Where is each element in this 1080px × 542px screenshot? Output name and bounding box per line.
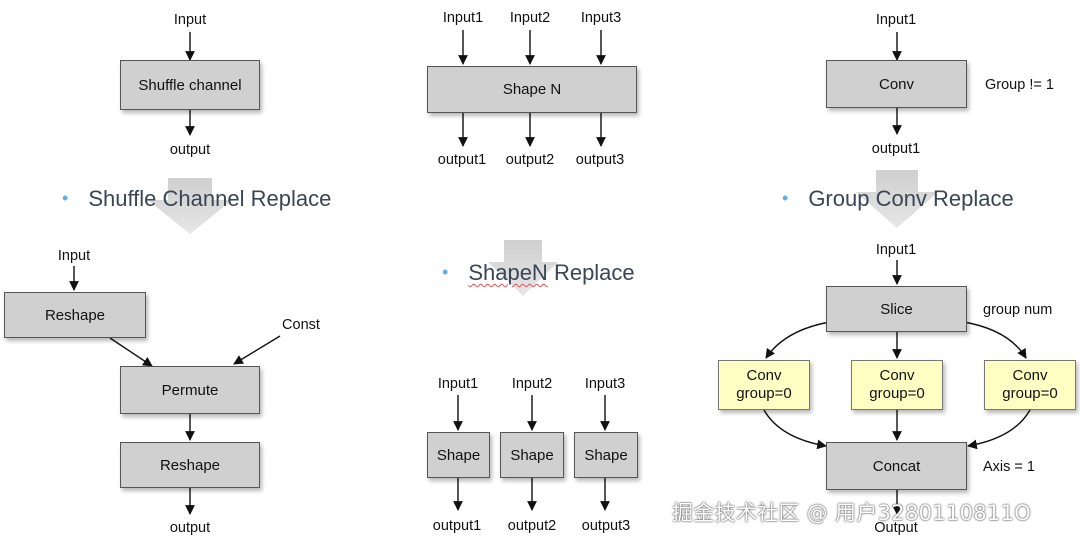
- transform-arrow-groupconv: [856, 170, 938, 228]
- shuffle-output-label: output: [169, 520, 211, 536]
- reshape-node-2: Reshape: [120, 442, 260, 488]
- shape-input1-label: Input1: [437, 376, 479, 392]
- groupconv-replace-heading: • Group Conv Replace: [782, 186, 1014, 212]
- shapen-replace-heading-text: ShapeN Replace: [468, 260, 635, 285]
- shape-node-2: Shape: [500, 432, 564, 478]
- shape-input2-label: Input2: [511, 376, 553, 392]
- groupconv-top-output-label: output1: [871, 141, 921, 157]
- shuffle-input-label: Input: [57, 248, 91, 264]
- shape-node-3: Shape: [574, 432, 638, 478]
- group-note: Group != 1: [985, 77, 1054, 93]
- shape-output3-label: output3: [581, 518, 631, 534]
- shape-output1-label: output1: [432, 518, 482, 534]
- shapen-input2-label: Input2: [509, 10, 551, 26]
- conv-node: Conv: [826, 60, 967, 108]
- groupconv-top-input-label: Input1: [875, 12, 917, 28]
- shape-node-1: Shape: [427, 432, 490, 478]
- conv-group-node-1-line1: Conv: [746, 367, 782, 384]
- conv-group-node-1: Conv group=0: [718, 360, 810, 410]
- shapen-input3-label: Input3: [580, 10, 622, 26]
- transform-arrow-shapen: [488, 240, 558, 296]
- conv-group-node-3-line2: group=0: [1002, 385, 1058, 402]
- groupconv-output-label: Output: [874, 520, 918, 536]
- conv-group-node-2: Conv group=0: [851, 360, 943, 410]
- concat-node: Concat: [826, 442, 967, 490]
- conv-group-node-3-line1: Conv: [1012, 367, 1048, 384]
- bullet-icon: •: [782, 188, 789, 208]
- group-num-note: group num: [983, 302, 1053, 318]
- conv-group-node-2-line1: Conv: [879, 367, 915, 384]
- groupconv-replace-heading-text: Group Conv Replace: [808, 186, 1014, 211]
- conv-group-node-3: Conv group=0: [984, 360, 1076, 410]
- shuffle-replace-heading: • Shuffle Channel Replace: [62, 186, 331, 212]
- shuffle-channel-node: Shuffle channel: [120, 60, 260, 110]
- conv-group-node-1-line2: group=0: [736, 385, 792, 402]
- shapen-word: ShapeN: [468, 260, 548, 285]
- axis-note: Axis = 1: [983, 459, 1035, 475]
- watermark-text: 掘金技术社区 @ 用户3280110811O: [672, 501, 1032, 525]
- groupconv-input-label: Input1: [875, 242, 917, 258]
- bullet-icon: •: [442, 262, 449, 282]
- slice-node: Slice: [826, 286, 967, 332]
- transform-arrow-shuffle: [148, 178, 232, 234]
- conv-group-node-2-line2: group=0: [869, 385, 925, 402]
- shapen-output3-label: output3: [575, 152, 625, 168]
- reshape-node-1: Reshape: [4, 292, 146, 338]
- bullet-icon: •: [62, 188, 69, 208]
- shapen-output2-label: output2: [505, 152, 555, 168]
- shape-input3-label: Input3: [584, 376, 626, 392]
- shapen-input1-label: Input1: [442, 10, 484, 26]
- shapen-replace-heading: • ShapeN Replace: [442, 260, 635, 286]
- shuffle-top-output-label: output: [169, 142, 211, 158]
- permute-node: Permute: [120, 366, 260, 414]
- const-label: Const: [282, 317, 320, 333]
- shapen-output1-label: output1: [437, 152, 487, 168]
- shuffle-top-input-label: Input: [173, 12, 207, 28]
- shape-output2-label: output2: [507, 518, 557, 534]
- shapen-node: Shape N: [427, 66, 637, 113]
- shuffle-replace-heading-text: Shuffle Channel Replace: [88, 186, 332, 211]
